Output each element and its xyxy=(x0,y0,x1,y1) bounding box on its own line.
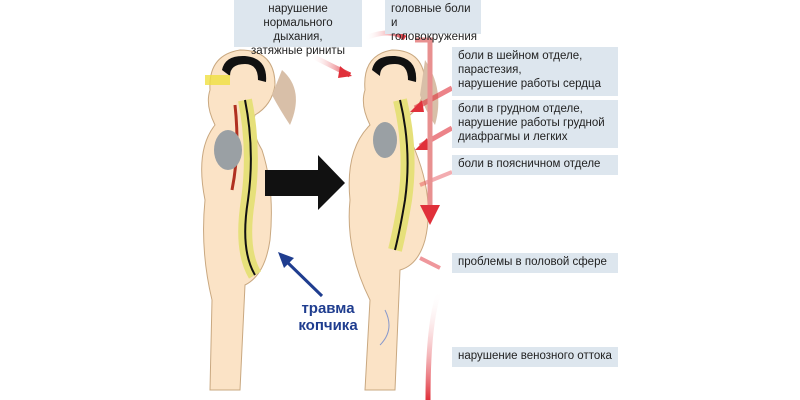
label-line: нарушение работы грудной xyxy=(458,117,605,129)
label-headache: головные боли и головокружения xyxy=(385,0,481,43)
transition-arrow xyxy=(265,155,345,210)
figure-normal-posture xyxy=(201,49,296,391)
label-line: нарушение xyxy=(268,3,328,15)
label-line: копчика xyxy=(298,317,358,334)
label-venous: нарушение венозного оттока xyxy=(452,347,618,367)
label-line: боли в поясничном отделе xyxy=(458,158,601,170)
coccyx-arrow xyxy=(278,252,324,298)
label-line: головокружения xyxy=(391,31,477,43)
label-pelvic: проблемы в половой сфере xyxy=(452,253,618,273)
label-line: парастезия, xyxy=(458,64,522,76)
label-line: затяжные риниты xyxy=(251,45,345,57)
coccyx-trauma-label: травма копчика xyxy=(288,300,368,334)
label-line: головные боли и xyxy=(391,3,471,29)
label-line: проблемы в половой сфере xyxy=(458,256,607,268)
label-thoracic: боли в грудном отделе, нарушение работы … xyxy=(452,100,618,148)
label-line: нарушение работы сердца xyxy=(458,78,601,90)
label-line: травма xyxy=(301,300,355,317)
label-line: нарушение венозного оттока xyxy=(458,350,612,362)
label-breathing: нарушение нормального дыхания, затяжные … xyxy=(234,0,362,57)
label-line: диафрагмы и легких xyxy=(458,131,568,143)
label-cervical: боли в шейном отделе, парастезия, наруше… xyxy=(452,47,618,96)
label-lumbar: боли в поясничном отделе xyxy=(452,155,618,175)
label-line: нормального дыхания, xyxy=(263,17,333,43)
label-line: боли в грудном отделе, xyxy=(458,103,583,115)
label-line: боли в шейном отделе, xyxy=(458,50,583,62)
